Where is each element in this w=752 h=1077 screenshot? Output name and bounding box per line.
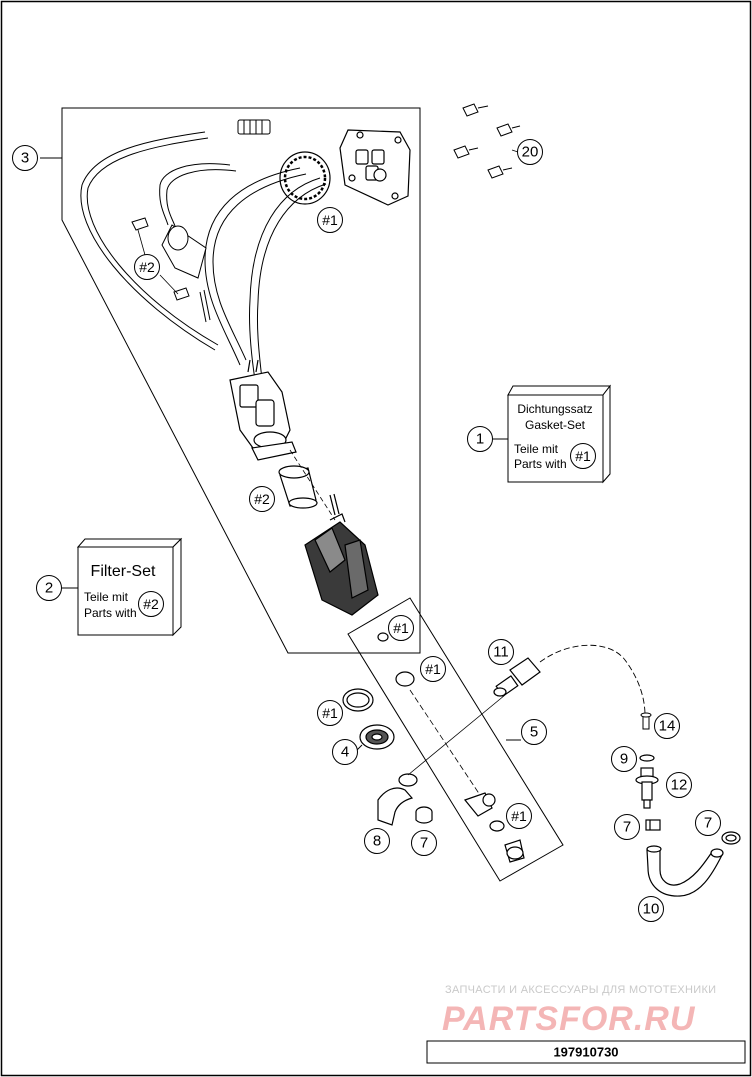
filter-set-box (76, 537, 183, 637)
ref-1-block-ring: #1 (425, 661, 441, 677)
dash-assembly-axis (289, 449, 336, 521)
pump-body (229, 359, 297, 461)
ref-2-strainer: #2 (254, 491, 270, 507)
elbow-hose-8 (377, 773, 418, 826)
gasket-set-title-en: Gasket-Set (525, 418, 586, 432)
grommet-4 (359, 724, 395, 750)
hose-clamps (131, 217, 190, 301)
ref-2-filter-box: #2 (143, 596, 159, 612)
drawing-code: 197910730 (553, 1045, 618, 1060)
callout-12: 12 (671, 777, 688, 794)
sensor-cable (539, 644, 646, 716)
reference-markers (134, 207, 596, 829)
ref-1-flange-seal: #1 (322, 212, 338, 228)
dash-block-axis (409, 689, 481, 796)
callout-11: 11 (493, 644, 509, 661)
watermark-tagline: ЗАПЧАСТИ И АКСЕССУАРЫ ДЛЯ МОТОТЕХНИКИ (445, 984, 716, 996)
leader-4 (356, 744, 363, 751)
callouts (12, 139, 721, 922)
watermark-brand: PARTSFOR.RU (442, 1000, 696, 1038)
callout-3: 3 (21, 150, 29, 167)
callout-9: 9 (620, 751, 628, 768)
drawing-code-box (426, 1040, 746, 1064)
ref-leader-lines (137, 229, 179, 295)
callout-8: 8 (373, 833, 381, 850)
callout-5: 5 (530, 724, 538, 741)
quick-connector-11 (493, 657, 541, 697)
fuel-pump-motor (304, 493, 379, 616)
pump-flange (339, 129, 411, 206)
clamp-7-right (721, 831, 741, 845)
callout-4: 4 (341, 744, 349, 761)
hose-10 (646, 845, 724, 897)
clamp-7-left (415, 806, 433, 824)
mounting-screws (453, 103, 521, 179)
callout-7-left: 7 (420, 835, 428, 852)
block-parts (377, 632, 525, 863)
clamp-7-mid (645, 819, 661, 831)
gasket-set-box (507, 384, 612, 484)
seal-ring-large (342, 688, 374, 712)
dash-hose-line (407, 694, 506, 776)
callout-7-mid: 7 (623, 819, 631, 836)
gasket-set-parts-en: Parts with (514, 457, 567, 471)
pump-strainer-sleeve (278, 465, 318, 509)
gasket-set-parts-de: Teile mit (514, 442, 559, 456)
gasket-set-title-de: Dichtungssatz (517, 402, 592, 416)
callout-1: 1 (476, 431, 484, 448)
callout-10: 10 (643, 901, 660, 918)
wire-connector-plug (237, 119, 271, 135)
callout-2: 2 (45, 580, 53, 597)
callout-20: 20 (522, 144, 539, 161)
connector-block-outline (347, 597, 564, 882)
flange-seal-ring (279, 151, 331, 205)
leader-20 (511, 149, 519, 153)
inline-fuel-filter (161, 224, 211, 323)
ref-1-seal-ring: #1 (322, 705, 338, 721)
filter-set-parts-en: Parts with (84, 606, 137, 620)
pin-14 (640, 712, 652, 730)
ref-1-block-bottom: #1 (511, 808, 527, 824)
fuel-pump-assembly-outline (61, 107, 421, 654)
nipple-12 (635, 767, 659, 809)
callout-14: 14 (659, 718, 676, 735)
filter-set-title: Filter-Set (91, 563, 156, 580)
ref-1-gasket-box: #1 (575, 448, 591, 464)
ref-1-block-top: #1 (393, 620, 409, 636)
callout-7-right: 7 (704, 815, 712, 832)
o-ring-9 (639, 754, 655, 762)
filter-set-parts-de: Teile mit (84, 590, 129, 604)
ref-2-filter-clamps: #2 (139, 259, 155, 275)
